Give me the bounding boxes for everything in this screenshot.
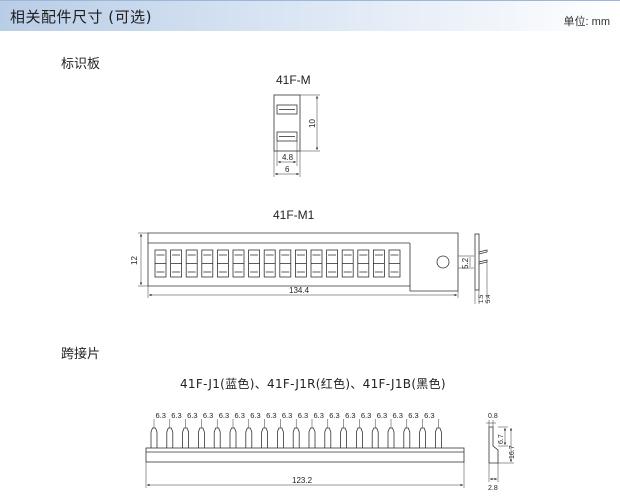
jumper-dim-top: 0.8 bbox=[488, 413, 498, 420]
m1-figure-label: 41F-M1 bbox=[273, 208, 315, 222]
jumper-drawing bbox=[145, 419, 514, 488]
jumper-dim-mid: 6.7 bbox=[498, 434, 505, 444]
jumper-section-title: 跨接片 bbox=[61, 347, 101, 362]
jumper-pitch-label: 6.3 bbox=[235, 411, 245, 420]
m-dim-inner: 4.8 bbox=[282, 153, 294, 162]
jumper-pitch-label: 6.3 bbox=[219, 411, 229, 420]
jumper-pin bbox=[387, 419, 395, 448]
jumper-pin bbox=[324, 419, 332, 448]
jumper-pitch-label: 6.3 bbox=[266, 411, 276, 420]
m1-dim-hole: 5.2 bbox=[461, 257, 470, 269]
labels-section-title: 标识板 bbox=[61, 57, 101, 72]
jumper-pin bbox=[229, 419, 237, 448]
jumper-pin bbox=[245, 419, 253, 448]
jumper-pin bbox=[150, 419, 158, 448]
jumper-pin bbox=[213, 419, 221, 448]
jumper-pitch-label: 6.3 bbox=[314, 411, 324, 420]
jumper-pitch-label: 6.3 bbox=[203, 411, 213, 420]
m1-dim-length: 134.4 bbox=[289, 286, 310, 295]
m-dim-width: 6 bbox=[285, 165, 290, 174]
m1-label-window bbox=[263, 249, 276, 278]
m1-label-window bbox=[154, 249, 167, 278]
jumper-pitch-label: 6.3 bbox=[345, 411, 355, 420]
jumper-pitch-label: 6.3 bbox=[408, 411, 418, 420]
m1-label-window bbox=[341, 249, 354, 278]
header-title: 相关配件尺寸 (可选) bbox=[10, 8, 152, 26]
m1-label-window bbox=[216, 249, 229, 278]
jumper-pin bbox=[419, 419, 426, 448]
m1-label-window bbox=[248, 249, 261, 278]
jumper-pin bbox=[261, 419, 268, 448]
jumper-pin bbox=[403, 419, 411, 448]
m1-drawing bbox=[138, 232, 488, 304]
jumper-pitch-label: 6.3 bbox=[377, 411, 387, 420]
m1-dim-height: 12 bbox=[130, 256, 139, 265]
jumper-pin bbox=[198, 419, 205, 448]
jumper-pin bbox=[435, 419, 442, 448]
m1-dim-t1: 1.5 bbox=[479, 294, 485, 303]
m1-label-window bbox=[201, 249, 214, 278]
jumper-pin bbox=[356, 419, 363, 448]
jumper-pitch-label: 6.3 bbox=[282, 411, 292, 420]
m1-label-window bbox=[279, 249, 292, 278]
jumper-dim-base: 2.8 bbox=[488, 485, 498, 492]
m-figure-label: 41F-M bbox=[276, 73, 311, 87]
jumper-dim-height: 16.7 bbox=[509, 445, 516, 459]
jumper-pin bbox=[340, 419, 347, 448]
m1-label-window bbox=[185, 249, 198, 278]
m1-label-window bbox=[326, 249, 339, 278]
jumper-pitch-label: 6.3 bbox=[361, 411, 371, 420]
m1-label-window bbox=[232, 249, 245, 278]
jumper-dim-length: 123.2 bbox=[292, 476, 313, 485]
m1-label-window bbox=[372, 249, 385, 278]
jumper-pin bbox=[371, 419, 379, 448]
jumper-pin bbox=[277, 419, 284, 448]
unit-label: 单位: mm bbox=[563, 16, 610, 28]
m1-label-window bbox=[357, 249, 370, 278]
jumper-pitch-label: 6.3 bbox=[156, 411, 166, 420]
m1-label-window bbox=[294, 249, 307, 278]
jumper-pitch-label: 6.3 bbox=[250, 411, 260, 420]
jumper-pitch-label: 6.3 bbox=[424, 411, 434, 420]
jumper-pin bbox=[308, 419, 316, 448]
jumper-pitch-label: 6.3 bbox=[329, 411, 339, 420]
m1-label-window bbox=[310, 249, 323, 278]
jumper-pitch-label: 6.3 bbox=[171, 411, 181, 420]
jumper-pitch-label: 6.3 bbox=[187, 411, 197, 420]
jumper-caption: 41F-J1(蓝色)、41F-J1R(红色)、41F-J1B(黑色) bbox=[180, 377, 446, 391]
m1-dim-t2: 5.4 bbox=[486, 294, 492, 303]
section-header: 相关配件尺寸 (可选) 单位: mm bbox=[0, 0, 620, 31]
m-dim-height: 10 bbox=[308, 119, 317, 128]
jumper-pin bbox=[166, 419, 174, 448]
jumper-pitch-label: 6.3 bbox=[393, 411, 403, 420]
jumper-pitch-label: 6.3 bbox=[298, 411, 308, 420]
jumper-pin bbox=[182, 419, 189, 448]
m-drawing bbox=[273, 94, 320, 177]
jumper-pin bbox=[292, 419, 300, 448]
m1-label-window bbox=[388, 249, 401, 278]
m1-label-window bbox=[170, 249, 183, 278]
